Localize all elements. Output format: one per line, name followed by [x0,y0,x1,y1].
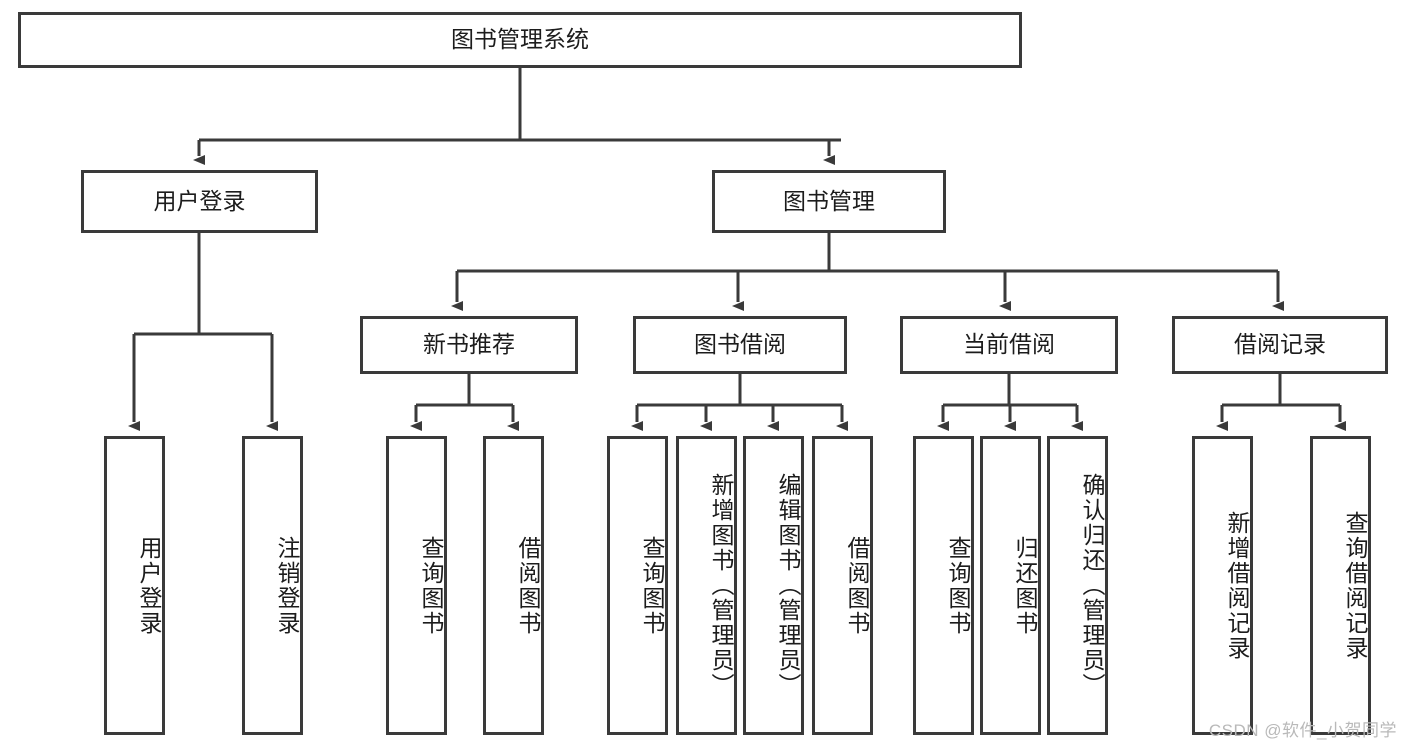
node-leaf-query-book-borrow[interactable]: 查询图书 [607,436,668,735]
node-level2-borrow-record[interactable]: 借阅记录 [1172,316,1388,374]
node-level2-new-book-recommend[interactable]: 新书推荐 [360,316,578,374]
node-leaf-logout-login[interactable]: 注销登录 [242,436,303,735]
node-leaf-query-book-recommend[interactable]: 查询图书 [386,436,447,735]
node-leaf-edit-book-admin[interactable]: 编辑图书（管理员） [743,436,804,735]
node-leaf-add-book-admin[interactable]: 新增图书（管理员） [676,436,737,735]
node-leaf-borrow-book[interactable]: 借阅图书 [812,436,873,735]
node-level2-book-borrow[interactable]: 图书借阅 [633,316,847,374]
node-root[interactable]: 图书管理系统 [18,12,1022,68]
node-leaf-return-book[interactable]: 归还图书 [980,436,1041,735]
node-leaf-query-borrow-record[interactable]: 查询借阅记录 [1310,436,1371,735]
node-leaf-add-borrow-record[interactable]: 新增借阅记录 [1192,436,1253,735]
node-leaf-query-book-current[interactable]: 查询图书 [913,436,974,735]
node-leaf-user-login[interactable]: 用户登录 [104,436,165,735]
node-level1-book-management[interactable]: 图书管理 [712,170,946,233]
csdn-watermark: CSDN @软件_小贺同学 [1208,721,1397,740]
node-leaf-confirm-return-admin[interactable]: 确认归还（管理员） [1047,436,1108,735]
node-level1-user-login[interactable]: 用户登录 [81,170,318,233]
node-level2-current-borrow[interactable]: 当前借阅 [900,316,1118,374]
node-leaf-borrow-book-recommend[interactable]: 借阅图书 [483,436,544,735]
